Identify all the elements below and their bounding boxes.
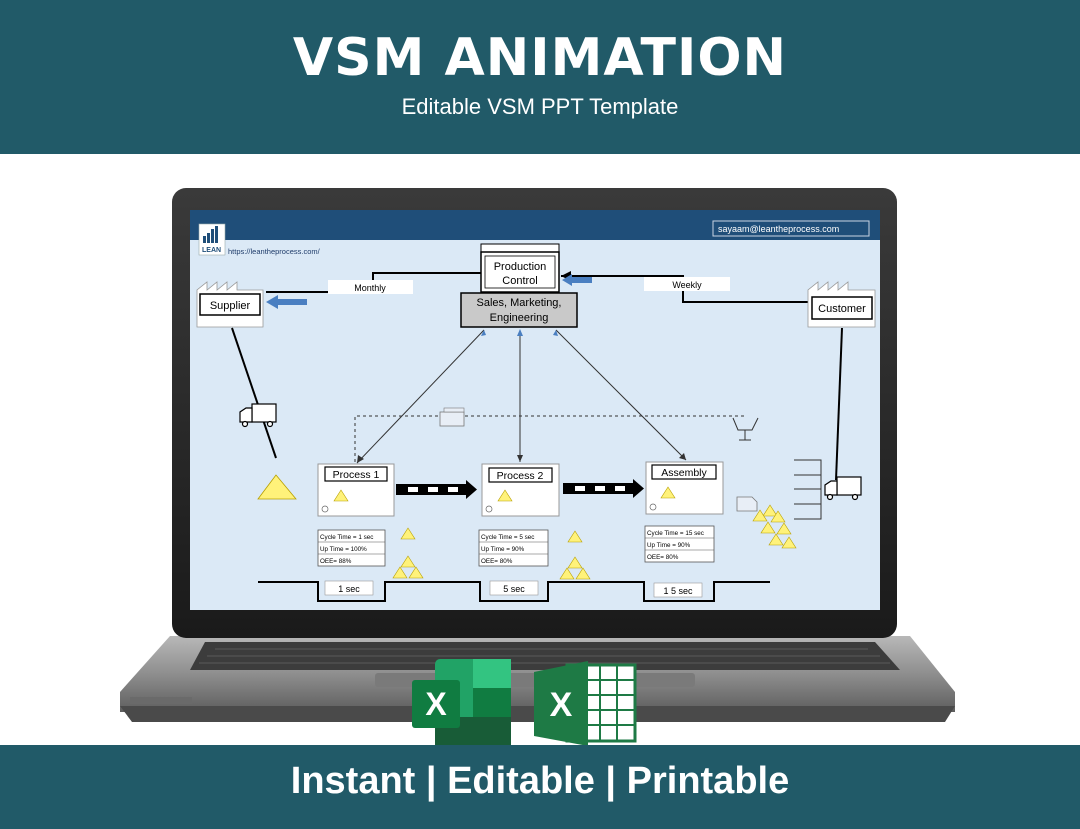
svg-text:Process 1: Process 1	[333, 469, 380, 481]
timeline-1: 1 sec	[338, 584, 360, 594]
customer-factory: Customer	[807, 281, 876, 328]
kanban-card-icon	[439, 407, 465, 427]
svg-text:OEE= 80%: OEE= 80%	[481, 558, 513, 565]
excel-sheet-icon: X	[534, 661, 637, 746]
timeline-3: 1 5 sec	[663, 586, 693, 596]
svg-text:LEAN: LEAN	[202, 247, 221, 254]
process-1-data-box: Cycle Time = 1 sec Up Time = 100% OEE= 8…	[317, 529, 386, 567]
svg-text:Supplier: Supplier	[210, 300, 251, 312]
svg-text:OEE= 88%: OEE= 88%	[320, 558, 352, 565]
svg-text:Production: Production	[494, 261, 547, 273]
document-icon	[736, 496, 758, 512]
push-arrow-1	[396, 480, 477, 499]
excel-icon: X	[412, 659, 511, 745]
shipping-bracket	[794, 459, 822, 520]
svg-text:Cycle Time = 5 sec: Cycle Time = 5 sec	[481, 534, 534, 541]
truck-icon-left	[239, 403, 277, 428]
svg-text:Customer: Customer	[818, 303, 866, 315]
assembly-box: Assembly	[645, 461, 724, 515]
production-control-box: Production Control	[480, 243, 560, 293]
lean-logo: LEAN	[198, 223, 226, 256]
supplier-factory: Supplier	[196, 281, 264, 328]
svg-text:X: X	[550, 686, 573, 724]
inventory-triangle-icon	[257, 474, 297, 500]
bottom-banner	[0, 745, 1080, 829]
svg-text:Cycle Time = 15 sec: Cycle Time = 15 sec	[647, 530, 704, 537]
svg-text:Engineering: Engineering	[490, 312, 549, 324]
monthly-label: Monthly	[354, 283, 386, 293]
supermarket-icon	[732, 417, 759, 441]
svg-text:OEE= 80%: OEE= 80%	[647, 554, 679, 561]
timeline-2: 5 sec	[503, 584, 525, 594]
weekly-label: Weekly	[672, 280, 702, 290]
process-1-box: Process 1	[317, 463, 395, 517]
svg-text:Cycle Time = 1 sec: Cycle Time = 1 sec	[320, 534, 373, 541]
svg-text:Control: Control	[502, 275, 537, 287]
sales-marketing-box: Sales, Marketing, Engineering	[460, 292, 578, 328]
inventory-cluster-3	[752, 504, 797, 549]
svg-text:Assembly: Assembly	[661, 467, 707, 479]
page-subtitle: Editable VSM PPT Template	[401, 94, 679, 119]
inventory-cluster-1	[392, 527, 424, 579]
timeline	[258, 581, 770, 602]
tagline: Instant | Editable | Printable	[290, 760, 790, 802]
blue-arrow-left	[266, 295, 307, 309]
assembly-data-box: Cycle Time = 15 sec Up Time = 90% OEE= 8…	[644, 525, 715, 563]
push-arrow-2	[563, 479, 644, 498]
svg-text:X: X	[425, 686, 447, 722]
blue-arrow-right	[562, 274, 592, 286]
screen-email: sayaam@leantheprocess.com	[718, 224, 839, 234]
process-2-data-box: Cycle Time = 5 sec Up Time = 90% OEE= 80…	[478, 529, 549, 567]
page-title: VSM ANIMATION	[292, 28, 788, 88]
svg-text:Sales, Marketing,: Sales, Marketing,	[477, 297, 562, 309]
screen-url: https://leantheprocess.com/	[228, 247, 321, 256]
top-banner	[0, 0, 1080, 154]
inventory-cluster-2	[559, 530, 591, 580]
svg-text:Up Time = 90%: Up Time = 90%	[481, 546, 525, 553]
process-2-box: Process 2	[481, 463, 560, 517]
svg-text:Up Time = 90%: Up Time = 90%	[647, 542, 691, 549]
svg-text:Up Time = 100%: Up Time = 100%	[320, 546, 367, 553]
truck-icon-right	[824, 476, 862, 501]
svg-text:Process 2: Process 2	[497, 470, 544, 482]
